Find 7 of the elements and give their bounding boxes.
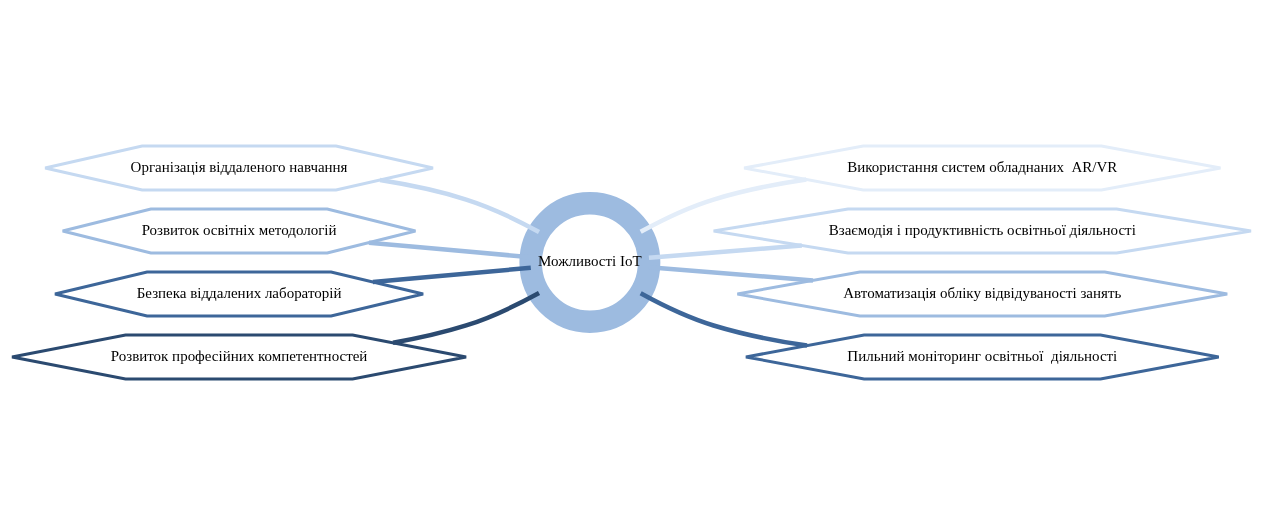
connector xyxy=(372,265,531,284)
connector xyxy=(639,176,807,234)
connector xyxy=(639,290,808,348)
connector xyxy=(392,290,541,345)
node-circle: Можливості IoT xyxy=(519,191,661,333)
connector xyxy=(648,242,803,260)
connector xyxy=(379,177,541,234)
